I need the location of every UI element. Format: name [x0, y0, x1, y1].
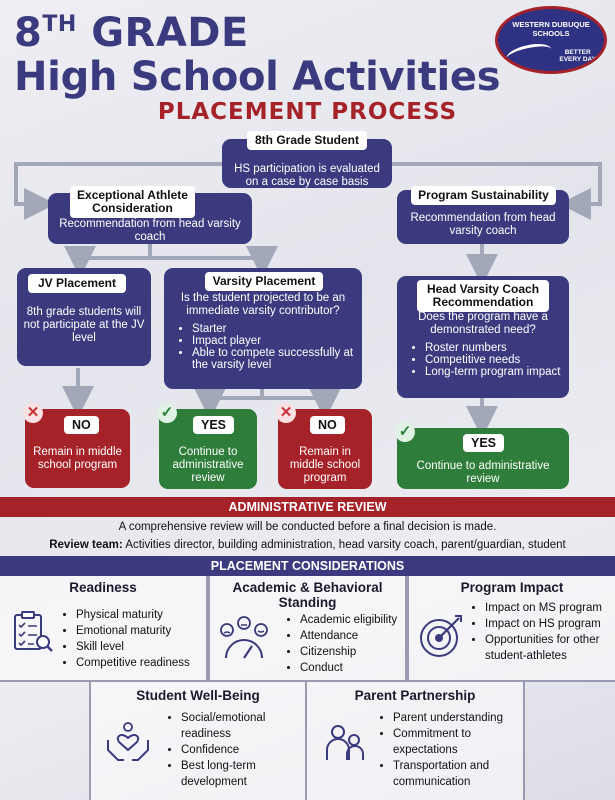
considerations-heading: PLACEMENT CONSIDERATIONS — [0, 556, 615, 576]
academic-title: Academic & Behavioral Standing — [232, 580, 383, 610]
hands-heart-icon — [107, 722, 149, 761]
flow-connectors — [14, 162, 602, 438]
varsity-box: Is the student projected to be an immedi… — [164, 268, 362, 389]
page-title: High School Activities — [14, 54, 501, 100]
title-grade: 8TH GRADE — [14, 10, 249, 56]
wellbeing-panel: Student Well-Being Social/emotional read… — [89, 682, 307, 800]
readiness-title: Readiness — [69, 580, 137, 595]
clipboard-checklist-icon — [14, 611, 53, 652]
outcome-yes-varsity: Continue to administrative review — [159, 409, 257, 489]
academic-panel: Academic & Behavioral Standing Academic … — [208, 576, 407, 682]
program-impact-title: Program Impact — [460, 580, 564, 595]
admin-review-text: A comprehensive review will be conducted… — [118, 521, 497, 533]
exceptional-label: Exceptional Athlete Consideration — [70, 186, 195, 218]
check-icon: ✓ — [157, 403, 177, 423]
outcome-no-varsity: Remain in middle school program — [278, 409, 372, 489]
parent-title: Parent Partnership — [354, 688, 476, 703]
review-team: Review team: Activities director, buildi… — [49, 539, 566, 551]
no-tag: NO — [64, 416, 99, 434]
x-icon: ✕ — [23, 403, 43, 423]
student-text: HS participation is evaluated on a case … — [234, 163, 380, 188]
jv-label: JV Placement — [28, 274, 126, 293]
sustainability-label: Program Sustainability — [411, 186, 556, 205]
varsity-bullets: Starter Impact player Able to compete su… — [164, 323, 358, 371]
parent-panel: Parent Partnership Parent understanding … — [307, 682, 525, 800]
readiness-panel: Readiness Physical maturity Emotional ma… — [0, 576, 208, 682]
wellbeing-title: Student Well-Being — [136, 688, 260, 703]
target-icon — [420, 615, 462, 657]
yes-tag: YES — [193, 416, 235, 434]
head-coach-bullets: Roster numbers Competitive needs Long-te… — [397, 342, 565, 378]
x-icon: ✕ — [276, 403, 296, 423]
jv-box: 8th grade students will not participate … — [17, 268, 151, 366]
mood-gauge-icon — [220, 616, 268, 659]
head-coach-label: Head Varsity Coach Recommendation — [417, 280, 549, 312]
check-icon: ✓ — [395, 422, 415, 442]
varsity-label: Varsity Placement — [205, 272, 323, 291]
program-impact-panel: Program Impact Impact on MS program Impa… — [407, 576, 615, 682]
people-icon — [326, 725, 364, 760]
admin-review-heading: ADMINISTRATIVE REVIEW — [0, 497, 615, 517]
student-label: 8th Grade Student — [247, 131, 367, 150]
no-tag: NO — [310, 416, 345, 434]
page-subtitle: PLACEMENT PROCESS — [157, 99, 458, 125]
yes-tag: YES — [463, 434, 505, 452]
